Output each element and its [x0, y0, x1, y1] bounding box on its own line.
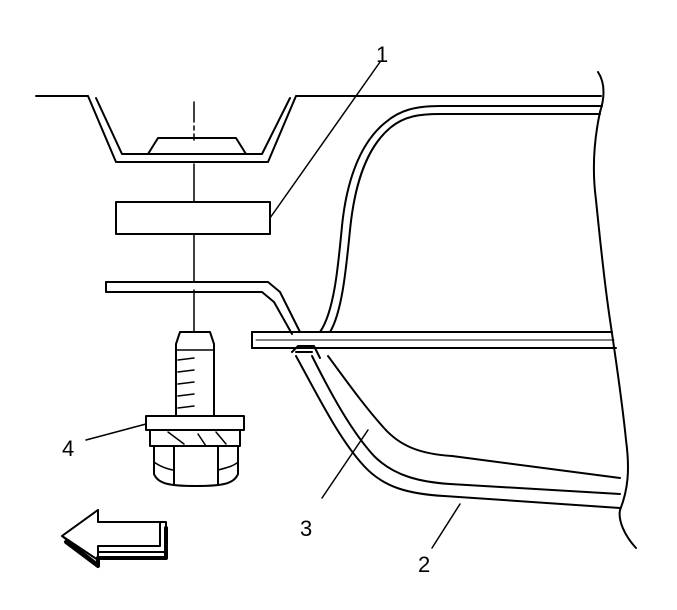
callout-leaders: [85, 61, 461, 549]
callout-2: 2: [418, 552, 430, 577]
arrow-left-icon: [61, 509, 168, 568]
callout-4: 4: [62, 436, 74, 461]
callout-1: 1: [376, 42, 388, 67]
bracket-flange: [105, 281, 301, 335]
frame-panel: [319, 105, 637, 549]
leader-2: [431, 503, 461, 549]
callout-3: 3: [300, 516, 312, 541]
leader-1: [269, 61, 381, 219]
leader-4: [85, 423, 147, 441]
upper-body-panel: [35, 71, 605, 163]
horizontal-rail: [251, 331, 617, 349]
callout-labels: 1 2 3 4: [62, 42, 430, 577]
mounting-bolt: [145, 331, 245, 487]
lower-bracket: [291, 345, 621, 509]
leader-3: [321, 429, 369, 499]
insulator-block: [115, 201, 271, 235]
